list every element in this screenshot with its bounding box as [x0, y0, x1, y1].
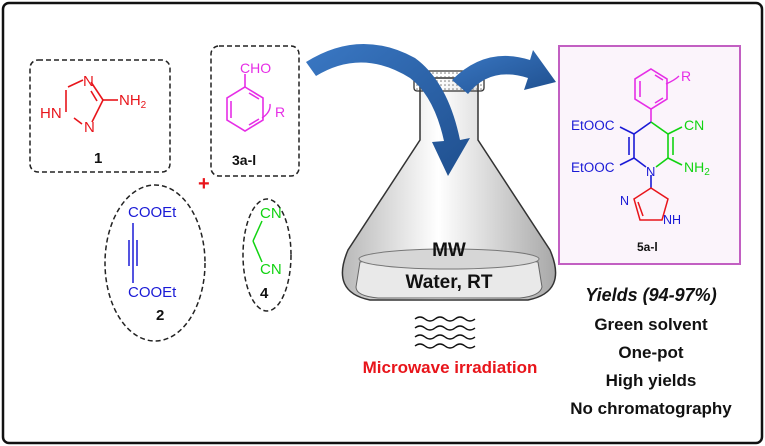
reactant-2-ellipse [104, 184, 206, 342]
microwave-caption: Microwave irradiation [363, 358, 538, 377]
product-triazole-nh: NH [663, 213, 681, 227]
malononitrile-cn-top: CN [260, 205, 282, 222]
condition-solvent: Water, RT [406, 272, 493, 293]
aldehyde-r: R [275, 104, 285, 120]
reactant-4-number: 4 [260, 285, 269, 302]
reactant-1-box [29, 59, 171, 173]
aldehyde-cho: CHO [240, 60, 271, 76]
product-r: R [681, 68, 691, 84]
product-dihydropyridine [619, 121, 683, 188]
alkyne-ester-bottom: COOEt [128, 284, 177, 301]
reactant-3-box [210, 45, 300, 177]
plus-sign: + [198, 173, 210, 195]
product-number: 5a-l [637, 240, 658, 254]
reactant-4-ellipse [242, 198, 292, 312]
feature-high-yields: High yields [606, 371, 697, 390]
product-phenyl [634, 68, 668, 122]
triazole-n-top: N [83, 73, 94, 90]
alkyne-ester-top: COOEt [128, 204, 177, 221]
malononitrile-bonds [252, 220, 263, 263]
feature-one-pot: One-pot [618, 343, 683, 362]
flask [341, 70, 557, 301]
product-triazole [633, 187, 669, 221]
yields-title: Yields (94-97%) [585, 285, 716, 305]
benzaldehyde-structure [226, 74, 264, 132]
malononitrile-cn-bottom: CN [260, 261, 282, 278]
product-cn: CN [684, 117, 704, 133]
product-triazole-n: N [620, 194, 629, 208]
product-ring-n: N [646, 164, 655, 179]
reactant-1-number: 1 [94, 150, 102, 167]
arrow-into-flask [306, 43, 470, 176]
liquid-surface [358, 248, 540, 270]
feature-no-chromatography: No chromatography [570, 399, 732, 418]
product-box [558, 45, 741, 265]
alkyne-triple-bond [128, 223, 138, 283]
feature-green-solvent: Green solvent [594, 315, 708, 334]
product-nh2: NH2 [684, 159, 710, 178]
reactant-3-number: 3a-l [232, 152, 256, 168]
triazole-structure [65, 79, 118, 125]
condition-mw: MW [432, 240, 466, 261]
microwave-waves [414, 316, 476, 349]
arrow-to-product [452, 50, 556, 94]
product-ester-top: EtOOC [571, 118, 615, 133]
product-ester-bottom: EtOOC [571, 160, 615, 175]
reactant-2-number: 2 [156, 307, 164, 324]
triazole-nh2: NH2 [119, 92, 147, 111]
triazole-n-bottom: N [84, 119, 95, 136]
triazole-nh: HN [40, 105, 62, 122]
